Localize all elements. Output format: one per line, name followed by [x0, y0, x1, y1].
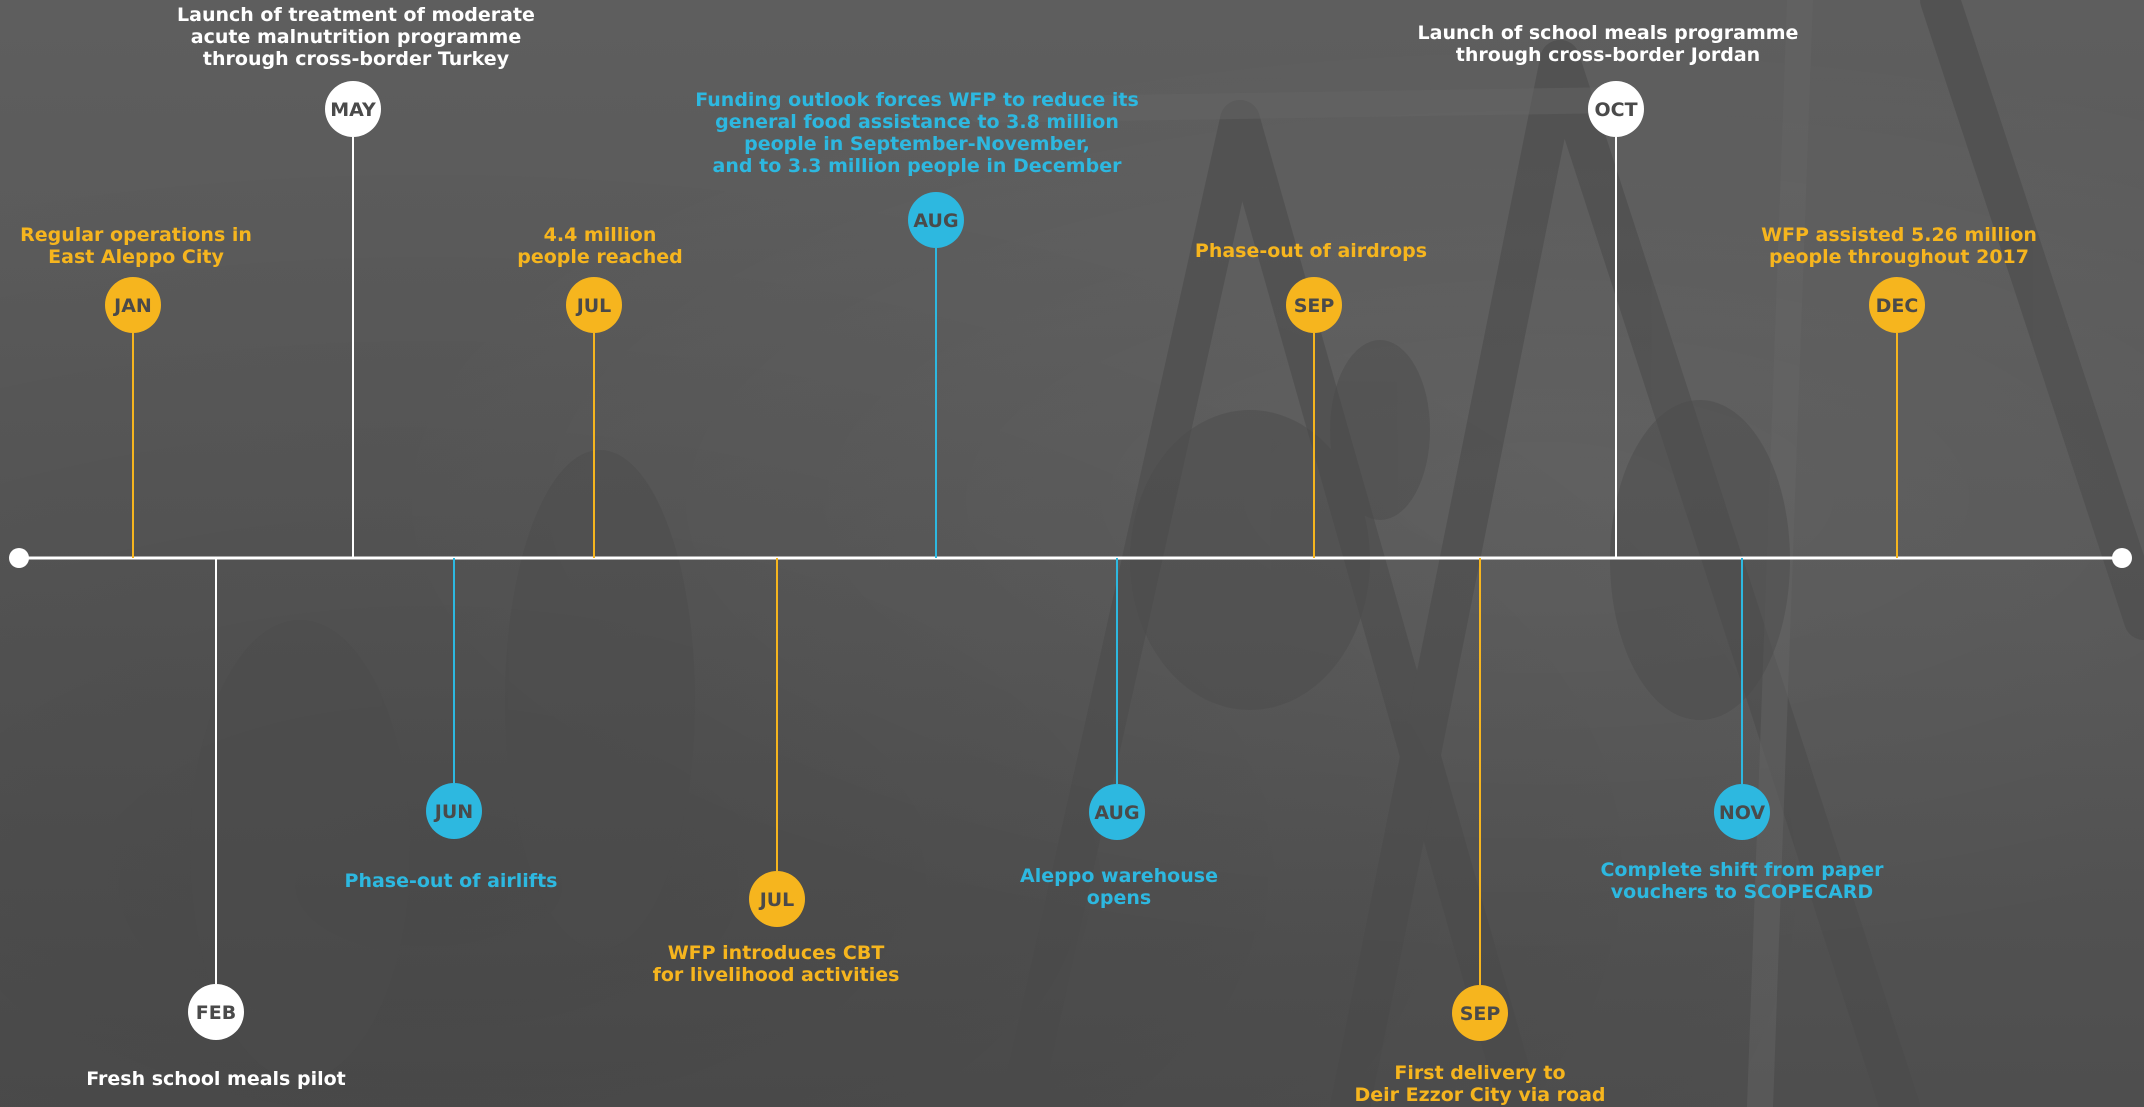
month-badge-dec [1869, 277, 1925, 333]
month-label-feb: FEB [196, 1002, 236, 1024]
event-text-oct: Launch of school meals programme through… [1417, 22, 1799, 66]
event-text-feb: Fresh school meals pilot [86, 1068, 346, 1090]
event-text-jan: Regular operations in East Aleppo City [20, 224, 252, 268]
timeline-start-dot [9, 548, 29, 568]
event-text-aug-bottom: Aleppo warehouse opens [1020, 865, 1218, 909]
month-label-jul-bottom: JUL [758, 889, 795, 911]
month-label-jul-top: JUL [575, 295, 612, 317]
event-text-jun: Phase-out of airlifts [344, 870, 558, 892]
month-badge-aug-top [908, 192, 964, 248]
month-label-jun: JUN [433, 801, 473, 823]
month-label-jan: JAN [112, 295, 152, 317]
month-badge-sep-bottom [1452, 985, 1508, 1041]
event-text-may: Launch of treatment of moderate acute ma… [177, 4, 535, 70]
event-text-aug-top: Funding outlook forces WFP to reduce its… [695, 89, 1139, 177]
month-badge-may [325, 81, 381, 137]
month-label-sep-top: SEP [1294, 295, 1335, 317]
month-label-sep-bottom: SEP [1460, 1003, 1501, 1025]
month-badge-feb [188, 984, 244, 1040]
month-label-oct: OCT [1594, 99, 1637, 121]
month-badge-aug-bottom [1089, 784, 1145, 840]
month-badge-jul-top [566, 277, 622, 333]
event-text-jul-top: 4.4 million people reached [517, 224, 683, 268]
month-label-dec: DEC [1876, 295, 1919, 317]
month-label-nov: NOV [1719, 802, 1766, 824]
event-text-nov: Complete shift from paper vouchers to SC… [1600, 859, 1884, 903]
event-text-sep-bottom: First delivery to Deir Ezzor City via ro… [1354, 1062, 1606, 1106]
month-badge-jul-bottom [749, 871, 805, 927]
month-badge-oct [1588, 81, 1644, 137]
month-label-may: MAY [330, 99, 376, 121]
timeline-end-dot [2112, 548, 2132, 568]
month-label-aug-bottom: AUG [1094, 802, 1139, 824]
event-text-sep-top: Phase-out of airdrops [1194, 240, 1428, 262]
month-badge-jun [426, 783, 482, 839]
month-badge-sep-top [1286, 277, 1342, 333]
event-text-dec: WFP assisted 5.26 million people through… [1761, 224, 2037, 268]
month-badge-jan [105, 277, 161, 333]
event-text-jul-bottom: WFP introduces CBT for livelihood activi… [652, 942, 900, 986]
month-label-aug-top: AUG [913, 210, 958, 232]
month-badge-nov [1714, 784, 1770, 840]
